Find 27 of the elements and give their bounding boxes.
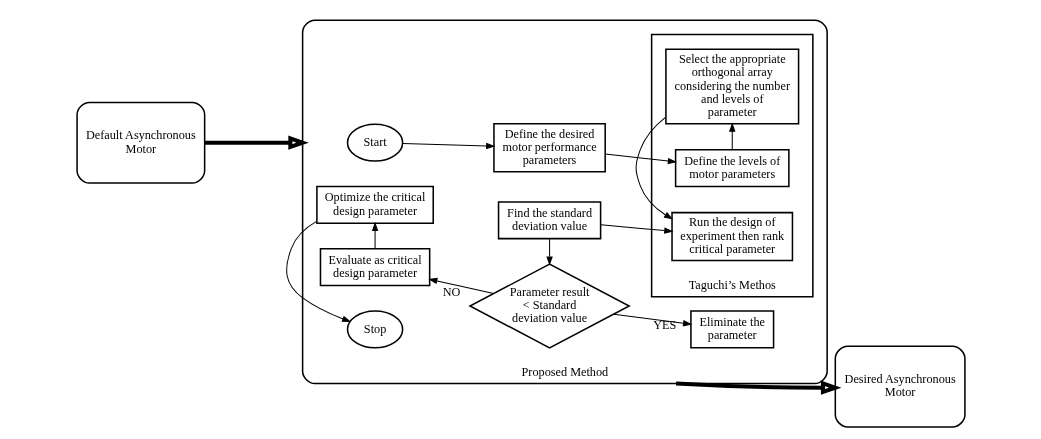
arrow [371, 221, 378, 250]
arrow [604, 153, 677, 165]
arrow [635, 116, 673, 220]
node-box: Default Asynchronous Motor [75, 101, 205, 184]
node-ellipse: Start [346, 123, 403, 162]
node-box: Eliminate the parameter [689, 310, 774, 349]
arrow [401, 142, 495, 150]
node-box: Optimize the critical design parameter [315, 185, 434, 225]
node-ellipse: Stop [346, 310, 403, 349]
arrow [728, 122, 735, 151]
arrow [427, 277, 494, 295]
node-box: Define the levels of motor parameters [674, 149, 790, 188]
node-box: Select the appropriate orthogonal array considering the number and levels of parameter [664, 48, 799, 125]
arrow [545, 238, 553, 266]
node-diamond: Parameter result < Standard deviation value [467, 263, 631, 349]
node-box: Evaluate as critical design parameter [319, 248, 430, 287]
arrow [204, 135, 309, 150]
node-box: Define the desired motor performance parameters [492, 123, 606, 173]
node-box: Desired Asynchronous Motor [834, 345, 966, 428]
arrow [675, 380, 841, 395]
node-box: Find the standard deviation value [497, 201, 601, 240]
arrow [285, 220, 351, 323]
node-box: Run the design of experiment then rank critical parameter [670, 211, 793, 262]
edge-label: NO [442, 285, 460, 300]
arrow [612, 313, 692, 327]
arrow [599, 224, 673, 234]
edge-label: YES [652, 318, 676, 333]
